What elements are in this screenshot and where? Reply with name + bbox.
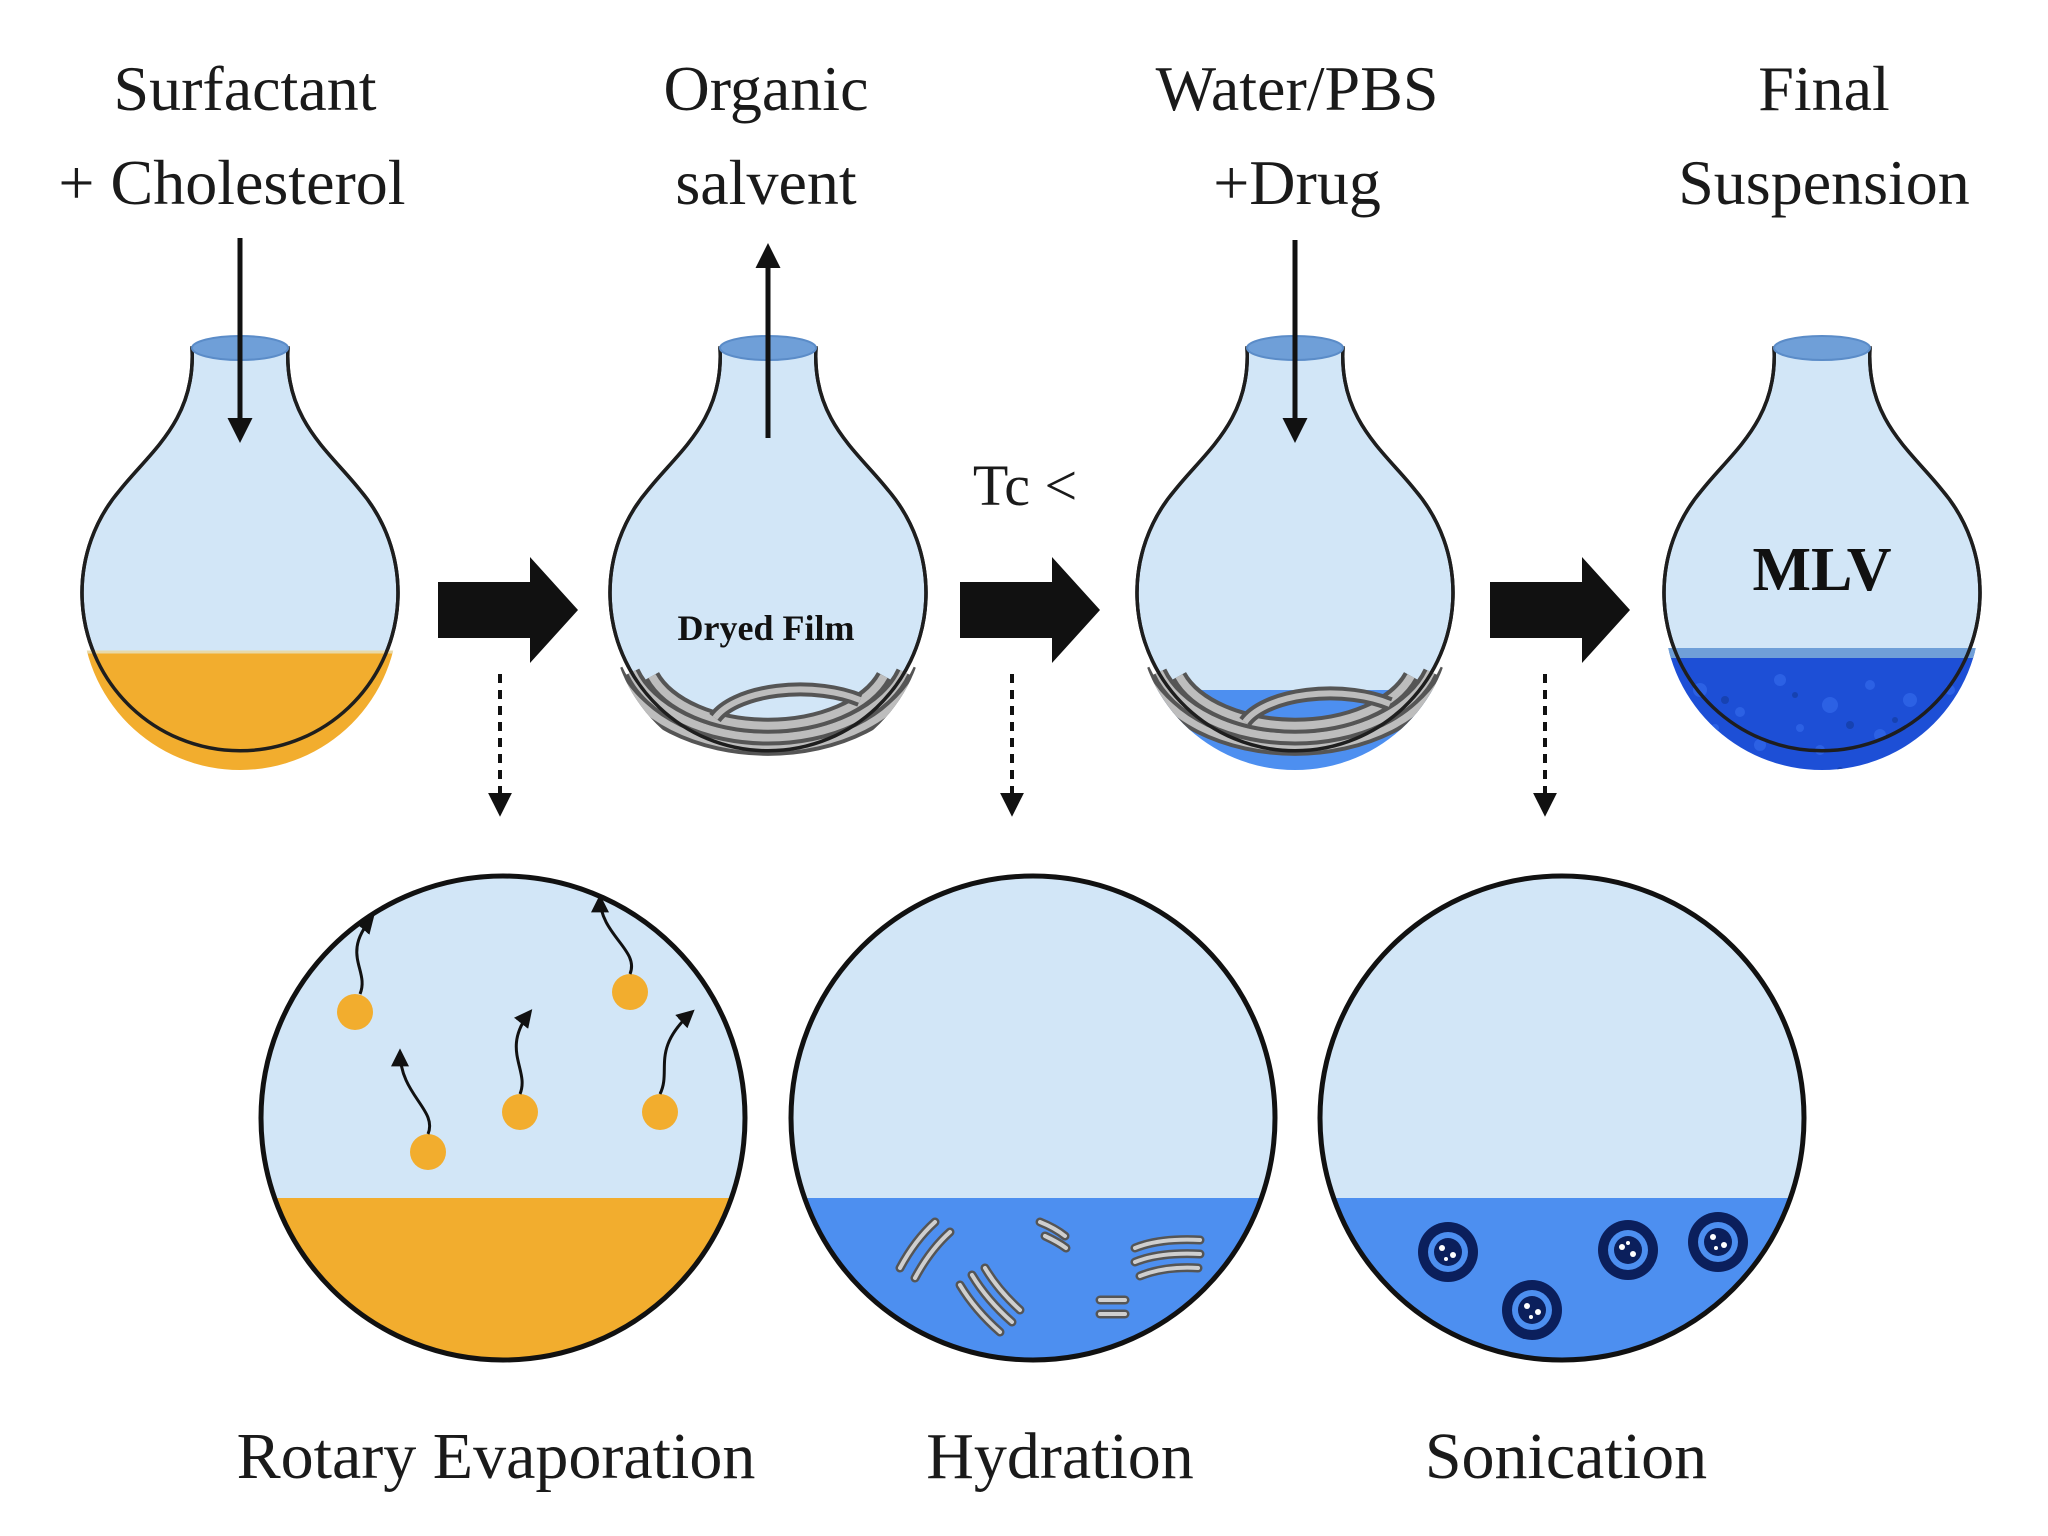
orange-liquid	[261, 1198, 745, 1360]
step4-label-line2: Suspension	[1678, 147, 1970, 218]
temperature-condition-label: Tc <	[973, 453, 1077, 518]
lipid-sheets	[895, 1217, 1205, 1337]
step1-label-line2: + Cholesterol	[58, 147, 405, 218]
dried-film-label: Dryed Film	[678, 608, 855, 648]
evaporating-particles	[337, 894, 695, 1170]
sonication-label: Sonication	[1425, 1420, 1707, 1493]
process-arrow-2-icon	[960, 557, 1100, 663]
vesicles	[1418, 1212, 1748, 1340]
flask-neck-opening	[1773, 335, 1871, 361]
rotary-evaporation-circle	[258, 873, 748, 1363]
step1-label-line1: Surfactant	[114, 53, 377, 124]
rotary-evaporation-label: Rotary Evaporation	[237, 1420, 756, 1493]
top-label-step1: Surfactant + Cholesterol	[58, 53, 405, 218]
top-label-step4: Final Suspension	[1678, 53, 1970, 218]
top-label-step2: Organic salvent	[664, 53, 869, 218]
process-arrow-3-icon	[1490, 557, 1630, 663]
flask-4: MLV	[1662, 335, 1982, 770]
hydration-label: Hydration	[926, 1420, 1194, 1493]
process-arrow-1-icon	[438, 557, 578, 663]
water-layer	[791, 1198, 1275, 1360]
orange-liquid	[82, 652, 398, 770]
flask-2: Dryed Film	[608, 335, 928, 756]
step3-label-line2: +Drug	[1213, 147, 1381, 218]
hydration-circle	[788, 873, 1278, 1363]
sonication-circle	[1317, 873, 1807, 1363]
mlv-label: MLV	[1753, 536, 1892, 604]
step2-label-line1: Organic	[664, 53, 869, 124]
step3-label-line1: Water/PBS	[1156, 53, 1439, 124]
top-label-step3: Water/PBS +Drug	[1156, 53, 1439, 218]
step4-label-line1: Final	[1758, 53, 1890, 124]
step2-label-line2: salvent	[675, 147, 857, 218]
mlv-suspension	[1664, 648, 1980, 770]
